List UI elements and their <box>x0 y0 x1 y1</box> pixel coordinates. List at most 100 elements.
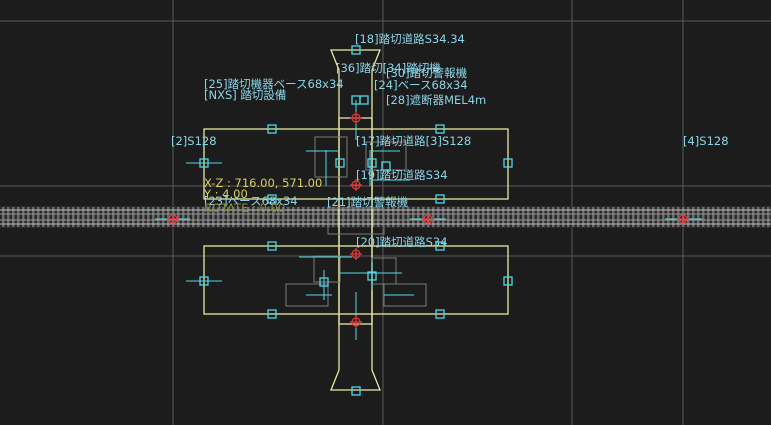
track-sleeper <box>757 207 760 227</box>
move-handle-icon[interactable] <box>503 276 513 286</box>
label-18: [18]踏切道路S34.34 <box>355 32 465 46</box>
pivot-marker-icon[interactable] <box>350 179 362 191</box>
track-sleeper <box>592 207 595 227</box>
track-sleeper <box>192 207 195 227</box>
track-sleeper <box>317 207 320 227</box>
track-sleeper <box>437 207 440 227</box>
track-sleeper <box>432 207 435 227</box>
track-sleeper <box>177 207 180 227</box>
track-sleeper <box>627 207 630 227</box>
move-handle-icon[interactable] <box>267 124 277 134</box>
track-sleeper <box>557 207 560 227</box>
move-handle-icon[interactable] <box>367 271 377 281</box>
track-sleeper <box>602 207 605 227</box>
pivot-marker-icon[interactable] <box>350 112 362 124</box>
move-handle-icon[interactable] <box>319 277 329 287</box>
track-sleeper <box>227 207 230 227</box>
railway-track[interactable] <box>0 206 771 228</box>
track-sleeper <box>132 207 135 227</box>
label-21: [21]踏切警報機 <box>327 195 409 209</box>
track-sleeper <box>247 207 250 227</box>
track-sleeper <box>52 207 55 227</box>
track-sleeper <box>287 207 290 227</box>
move-handles[interactable] <box>199 45 513 396</box>
track-sleeper <box>502 207 505 227</box>
pivot-marker-icon[interactable] <box>422 213 434 225</box>
track-sleeper <box>137 207 140 227</box>
pivot-marker-icon[interactable] <box>677 213 689 225</box>
pivot-marker-icon[interactable] <box>350 316 362 328</box>
label-19: [19]踏切道路S34 <box>356 168 448 182</box>
move-handle-icon[interactable] <box>351 386 361 396</box>
track-sleeper <box>762 207 765 227</box>
track-sleeper <box>282 207 285 227</box>
track-sleeper <box>497 207 500 227</box>
track-sleeper <box>632 207 635 227</box>
track-sleeper <box>667 207 670 227</box>
track-sleeper <box>577 207 580 227</box>
track-sleeper <box>222 207 225 227</box>
track-sleeper <box>687 207 690 227</box>
move-handle-icon[interactable] <box>199 276 209 286</box>
track-sleeper <box>32 207 35 227</box>
track-sleeper <box>342 207 345 227</box>
move-handle-icon[interactable] <box>435 309 445 319</box>
pivot-marker-icon[interactable] <box>350 248 362 260</box>
track-sleeper <box>717 207 720 227</box>
track-sleeper <box>642 207 645 227</box>
track-sleeper <box>12 207 15 227</box>
move-handle-icon[interactable] <box>351 45 361 55</box>
track-sleeper <box>712 207 715 227</box>
move-handle-icon[interactable] <box>199 158 209 168</box>
move-handle-icon[interactable] <box>359 95 369 105</box>
pivot-marker-icon[interactable] <box>167 213 179 225</box>
track-sleeper <box>67 207 70 227</box>
track-sleeper <box>702 207 705 227</box>
track-sleeper <box>752 207 755 227</box>
track-sleeper <box>657 207 660 227</box>
track-sleeper <box>692 207 695 227</box>
track-sleeper <box>402 207 405 227</box>
move-handle-icon[interactable] <box>267 241 277 251</box>
track-sleeper <box>107 207 110 227</box>
pivot-markers[interactable] <box>167 112 689 328</box>
track-sleeper <box>252 207 255 227</box>
label-24: [24]ベース68x34 <box>374 78 468 92</box>
move-handle-icon[interactable] <box>435 194 445 204</box>
move-handle-icon[interactable] <box>435 124 445 134</box>
track-sleeper <box>82 207 85 227</box>
move-handle-icon[interactable] <box>267 194 277 204</box>
track-sleeper <box>472 207 475 227</box>
move-handle-icon[interactable] <box>367 158 377 168</box>
track-sleeper <box>582 207 585 227</box>
track-sleeper <box>722 207 725 227</box>
track-sleeper <box>462 207 465 227</box>
label-nxs: [NXS] 踏切設備 <box>204 88 286 102</box>
track-sleeper <box>477 207 480 227</box>
track-sleeper <box>367 207 370 227</box>
move-handle-icon[interactable] <box>435 241 445 251</box>
track-sleeper <box>567 207 570 227</box>
track-sleeper <box>407 207 410 227</box>
move-handle-icon[interactable] <box>267 309 277 319</box>
track-sleeper <box>347 207 350 227</box>
track-sleeper <box>2 207 5 227</box>
track-sleeper <box>467 207 470 227</box>
track-sleeper <box>417 207 420 227</box>
track-sleeper <box>147 207 150 227</box>
move-handle-icon[interactable] <box>335 158 345 168</box>
move-handle-icon[interactable] <box>503 158 513 168</box>
track-sleeper <box>17 207 20 227</box>
track-sleeper <box>507 207 510 227</box>
track-sleeper <box>527 207 530 227</box>
object-labels: [18]踏切道路S34.34 [36]踏切[34]踏切機 [30]踏切警報機 [… <box>171 32 729 249</box>
track-sleeper <box>392 207 395 227</box>
label-30: [30]踏切警報機 <box>386 66 468 80</box>
track-sleeper <box>452 207 455 227</box>
track-sleeper <box>212 207 215 227</box>
track-sleepers <box>2 207 770 227</box>
track-sleeper <box>362 207 365 227</box>
move-handle-icon[interactable] <box>381 161 391 171</box>
